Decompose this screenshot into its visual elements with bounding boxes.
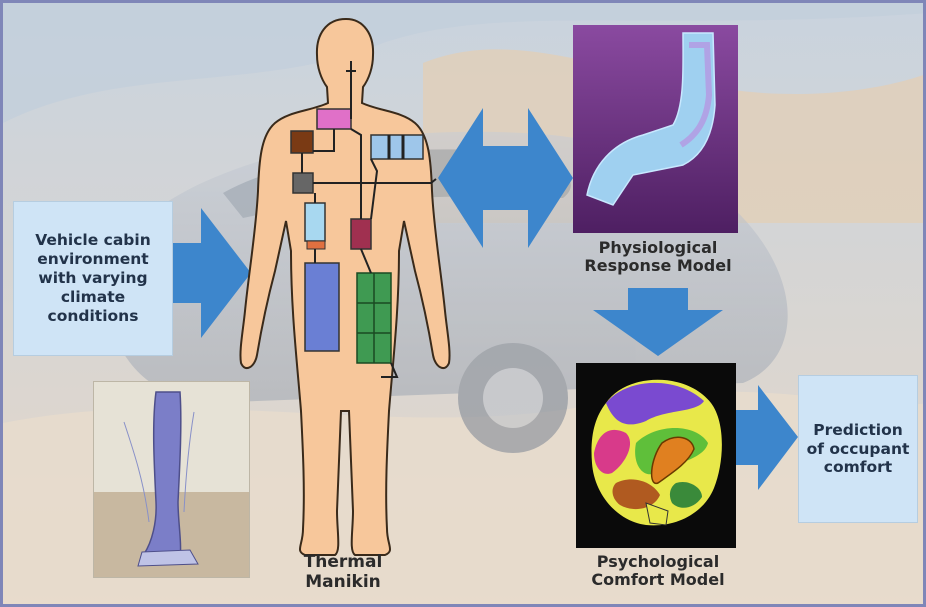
vehicle-environment-box: Vehicle cabin environment with varying c… [13, 201, 173, 356]
physio-icon [573, 25, 738, 233]
prediction-box: Prediction of occupant comfort [798, 375, 918, 523]
psychological-model-image [576, 363, 736, 548]
brain-scan-icon [576, 363, 736, 548]
physiological-model-image [573, 25, 738, 233]
manikin-leg-photo [93, 381, 250, 578]
arrow-psych-to-prediction [736, 385, 798, 490]
psychological-label: Psychological Comfort Model [563, 553, 753, 590]
vehicle-environment-label: Vehicle cabin environment with varying c… [20, 231, 166, 326]
psychological-line2: Comfort Model [563, 571, 753, 589]
thermal-manikin-line2: Manikin [283, 573, 403, 593]
psychological-line1: Psychological [563, 553, 753, 571]
leg-icon [94, 382, 249, 577]
double-arrow-manikin-physio [438, 108, 573, 248]
manikin-icon [231, 11, 461, 559]
physiological-line1: Physiological [563, 239, 753, 257]
physiological-line2: Response Model [563, 257, 753, 275]
thermal-manikin-line1: Thermal [283, 553, 403, 573]
physiological-label: Physiological Response Model [563, 239, 753, 276]
thermal-manikin-label: Thermal Manikin [283, 553, 403, 592]
prediction-label: Prediction of occupant comfort [805, 421, 911, 478]
arrow-physio-to-psych [593, 288, 723, 356]
